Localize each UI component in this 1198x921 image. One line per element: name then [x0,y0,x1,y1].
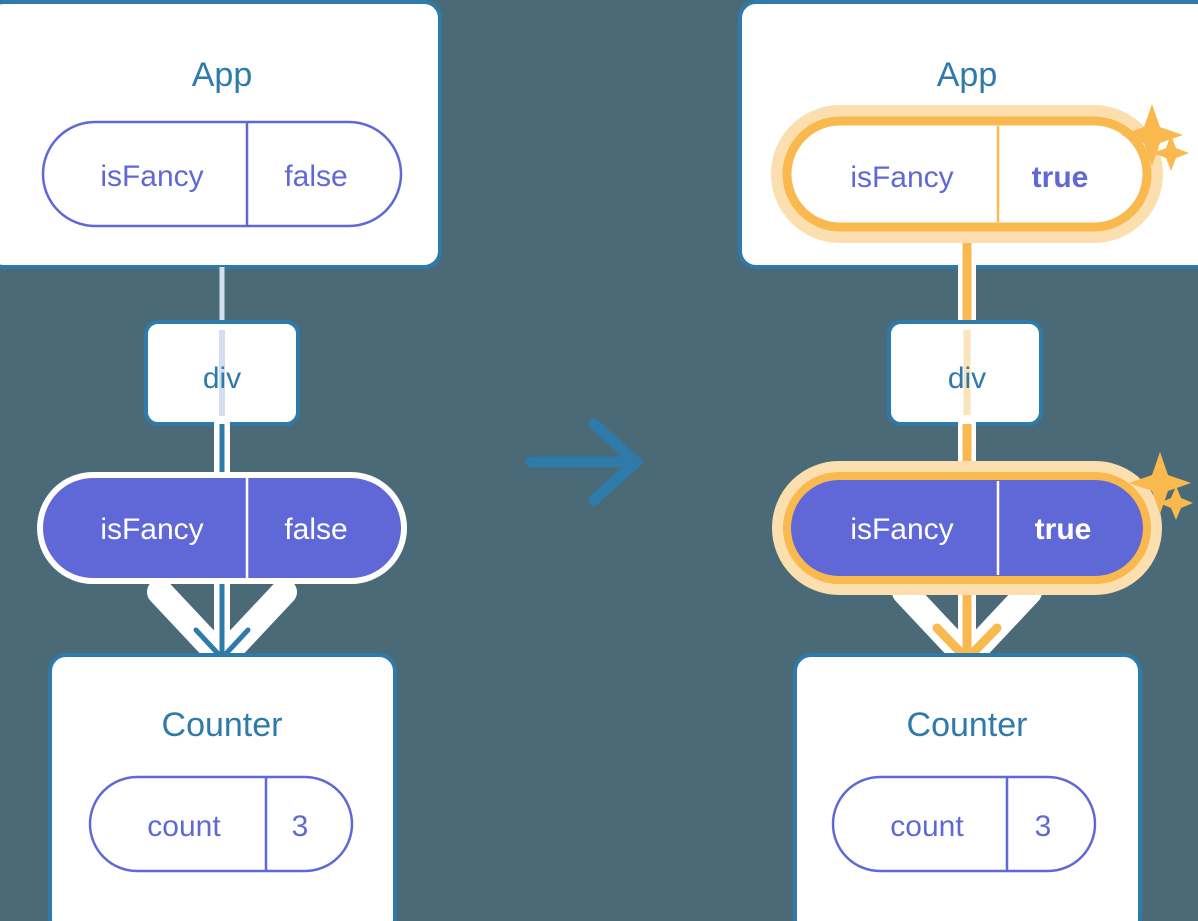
prop-pill-before: isFancy false [37,472,407,584]
prop-pill-body [43,478,401,578]
div-label: div [203,362,241,395]
pill-name: isFancy [850,161,953,194]
transition-arrow-icon [525,418,645,506]
pill-outline [88,775,354,873]
sparkle-large-icon [1121,104,1183,166]
counter-state-pill-before: count 3 [88,775,354,873]
prop-pill-after: isFancy true [772,461,1162,595]
div-box-before: div [144,320,300,426]
counter-title: Counter [907,706,1028,744]
div-box-after: div [887,320,1043,426]
pill-value: true [1032,161,1089,194]
pill-value: false [284,160,347,193]
pill-outline [831,775,1097,873]
panel-after: App isFancy true div [738,0,1198,921]
prop-pill-name: isFancy [850,513,953,546]
app-title: App [192,56,253,94]
counter-state-pill-after: count 3 [831,775,1097,873]
prop-pill-value: false [284,513,347,546]
panel-before: App isFancy false div [0,0,442,921]
sparkle-small-icon [1153,135,1189,171]
prop-pill-glow [772,461,1162,595]
sparkle-small-icon [1159,486,1193,520]
pill-name: isFancy [100,160,203,193]
prop-pill-body [783,472,1151,584]
sparkle-large-icon [1129,452,1191,514]
transition-arrow-head [588,418,645,506]
pill-name: count [147,810,221,843]
sparkle-group-app [1121,104,1189,171]
counter-title: Counter [162,706,283,744]
app-state-pill-after: isFancy true [771,105,1163,243]
counter-box-after: Counter count 3 [793,653,1142,921]
pill-highlight-glow [771,105,1163,243]
sparkle-group-prop [1129,452,1193,520]
pill-outline [41,120,403,228]
counter-box-before: Counter count 3 [48,653,397,921]
pill-value: 3 [292,810,309,843]
div-label: div [948,362,986,395]
app-state-pill-before: isFancy false [41,120,403,228]
pill-highlight-ring [782,116,1152,232]
pill-value: 3 [1035,810,1052,843]
prop-pill-value: true [1035,513,1092,546]
pill-name: count [890,810,964,843]
prop-pill-name: isFancy [100,513,203,546]
app-title: App [937,56,998,94]
